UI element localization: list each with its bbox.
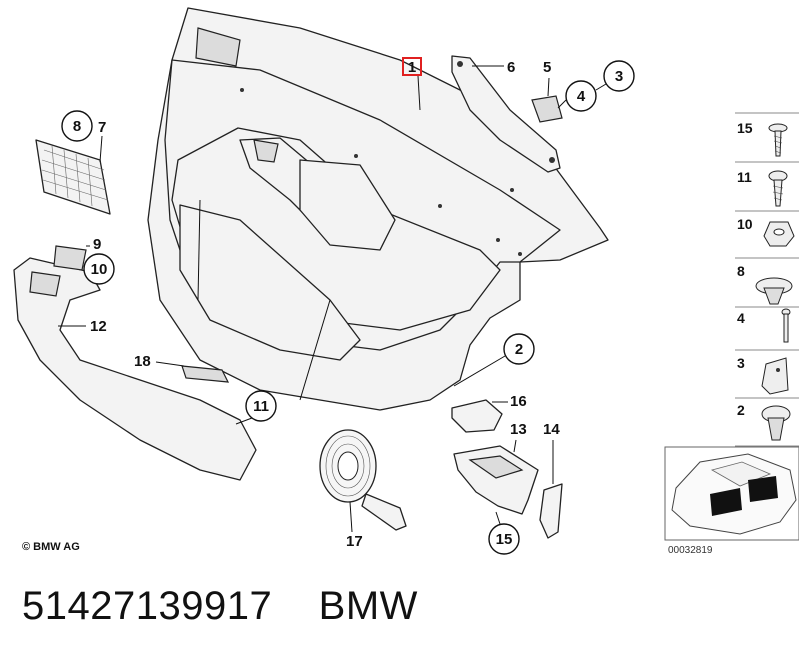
car-location-thumbnail [664, 446, 799, 541]
svg-text:9: 9 [93, 236, 101, 253]
svg-text:6: 6 [507, 59, 515, 76]
highlight-door-front [748, 476, 778, 502]
svg-text:4: 4 [577, 88, 586, 105]
svg-text:1: 1 [408, 59, 416, 76]
fastener-legend: 15 11 10 8 4 3 2 [735, 112, 799, 447]
svg-text:10: 10 [737, 216, 753, 232]
legend-pushclip-2 [761, 405, 791, 441]
storage-insert: 16 [451, 393, 527, 433]
svg-text:8: 8 [737, 263, 745, 279]
legend-pin-4 [781, 308, 791, 343]
callout-8: 8 [61, 110, 93, 142]
svg-text:15: 15 [737, 120, 753, 136]
svg-text:5: 5 [543, 59, 551, 76]
svg-text:14: 14 [543, 421, 560, 438]
part-number-line: 51427139917 BMW [22, 584, 418, 628]
svg-text:16: 16 [510, 393, 527, 410]
svg-text:10: 10 [91, 261, 108, 278]
legend-screw-11 [768, 170, 788, 207]
legend-nut-10 [763, 221, 795, 247]
svg-text:8: 8 [73, 118, 81, 135]
svg-text:12: 12 [90, 318, 107, 335]
callout-2: 2 [453, 333, 535, 387]
svg-text:18: 18 [134, 353, 151, 370]
legend-bracket-3 [761, 357, 789, 395]
svg-text:15: 15 [496, 531, 513, 548]
cover-cap: 18 [134, 353, 230, 383]
callout-11-left: 11 [235, 390, 277, 425]
door-clip: 5 [531, 59, 563, 123]
svg-text:3: 3 [737, 355, 745, 371]
callout-10-left: 10 [83, 253, 115, 285]
copyright-text: © BMW AG [22, 541, 80, 553]
callout-4: 4 [557, 80, 607, 112]
svg-text:4: 4 [737, 310, 745, 326]
svg-text:2: 2 [737, 402, 745, 418]
svg-text:11: 11 [737, 169, 752, 185]
svg-text:11: 11 [253, 398, 269, 415]
legend-screw-15 [768, 123, 788, 157]
armrest-trim: 12 [13, 257, 257, 481]
svg-text:13: 13 [510, 421, 527, 438]
svg-text:17: 17 [346, 533, 363, 550]
door-trim-panel [147, 7, 609, 411]
switch-trim: 9 [53, 236, 101, 271]
speaker-grille: 7 [35, 119, 111, 215]
callout-3: 3 [603, 60, 635, 92]
svg-text:3: 3 [615, 68, 623, 85]
callout-1: 1 [402, 57, 422, 111]
tape-roll: 17 [319, 429, 407, 550]
diagram-code: 00032819 [668, 545, 713, 556]
end-cap: 14 [539, 421, 563, 539]
svg-text:2: 2 [515, 341, 523, 358]
svg-text:7: 7 [98, 119, 106, 136]
storage-compartment: 13 [453, 421, 539, 515]
door-pull-bracket: 6 [451, 55, 561, 173]
callout-15-lower: 15 [488, 511, 520, 555]
highlight-door-rear [710, 488, 742, 516]
legend-clip-8 [755, 277, 793, 305]
